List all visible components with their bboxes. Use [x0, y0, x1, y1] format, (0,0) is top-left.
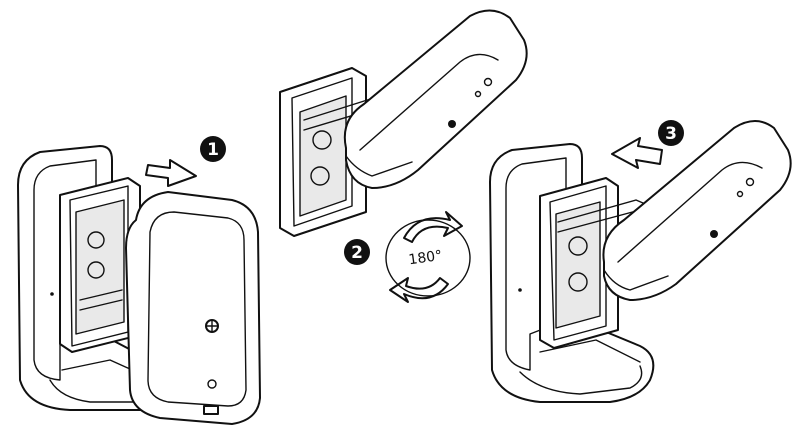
slide-arrow-icon [145, 159, 197, 187]
front-cover [125, 191, 261, 425]
step-badge-2: 2 [344, 239, 370, 265]
tilted-housing-right [602, 120, 792, 301]
rotate-180-icon [385, 211, 471, 303]
rotation-label: 180° [408, 248, 444, 269]
step-number: 3 [665, 124, 677, 144]
step-number: 1 [207, 140, 219, 160]
figure-step-1 [17, 145, 261, 425]
push-arrow-icon [611, 137, 663, 169]
step-number: 2 [351, 243, 363, 263]
figure-step-3 [489, 120, 792, 403]
step-badge-1: 1 [200, 136, 226, 162]
figure-step-2: 180° [279, 9, 528, 303]
step-badge-3: 3 [658, 120, 684, 146]
